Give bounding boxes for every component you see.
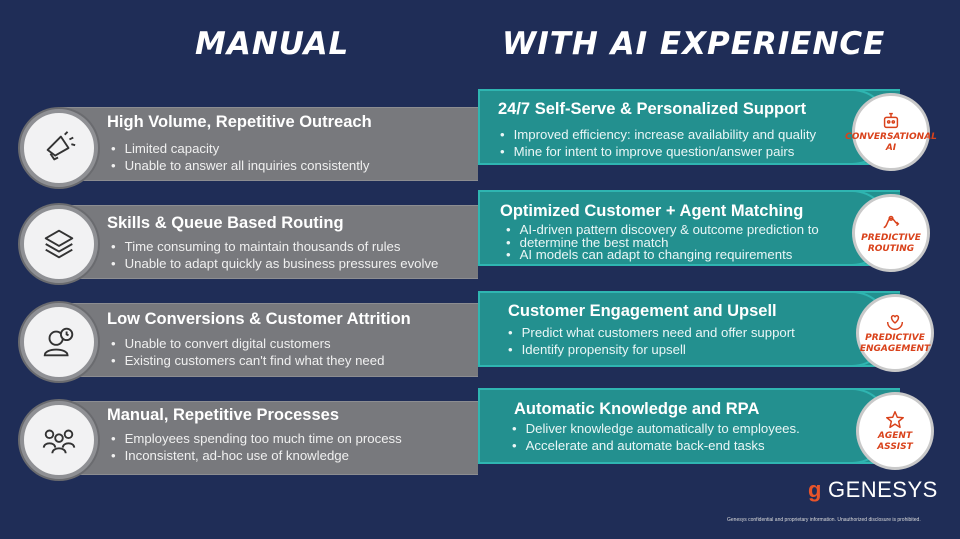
bullet-item: Unable to adapt quickly as business pres… [111, 255, 439, 272]
ai-badge: PREDICTIVE ROUTING [852, 194, 930, 272]
comparison-row: Low Conversions & Customer Attrition Una… [0, 291, 960, 397]
manual-bullets: Unable to convert digital customers Exis… [111, 335, 385, 369]
bullet-item: determine the best match [506, 236, 819, 250]
ai-title: 24/7 Self-Serve & Personalized Support [498, 100, 807, 118]
ai-badge: AGENT ASSIST [856, 392, 934, 470]
layers-icon [44, 229, 74, 259]
ai-bullets: Predict what customers need and offer su… [508, 324, 795, 358]
person-clock-icon [43, 327, 74, 357]
bullet-item: Limited capacity [111, 140, 369, 157]
manual-title: Skills & Queue Based Routing [107, 214, 344, 232]
confidentiality-footer: Genesys confidential and proprietary inf… [727, 517, 921, 523]
bullet-item: Deliver knowledge automatically to emplo… [512, 420, 800, 437]
genesys-mark-icon: g [808, 477, 822, 502]
ai-badge: PREDICTIVE ENGAGEMENT [856, 294, 934, 372]
bullet-item: Improved efficiency: increase availabili… [500, 126, 817, 143]
genesys-wordmark: GENESYS [827, 477, 938, 502]
comparison-row: Manual, Repetitive Processes Employees s… [0, 388, 960, 497]
bullet-item: Identify propensity for upsell [508, 341, 795, 358]
comparison-row: High Volume, Repetitive Outreach Limited… [0, 89, 960, 197]
bullet-item: Accelerate and automate back-end tasks [512, 437, 800, 454]
manual-icon-circle [20, 303, 98, 381]
robot-icon [883, 112, 899, 129]
manual-title: High Volume, Repetitive Outreach [107, 113, 372, 131]
ai-bullets: Deliver knowledge automatically to emplo… [512, 420, 800, 454]
ai-badge: CONVERSATIONAL AI [845, 93, 937, 171]
ai-bullets: Improved efficiency: increase availabili… [500, 126, 817, 160]
bullet-item: Inconsistent, ad-hoc use of knowledge [111, 447, 402, 464]
manual-title: Manual, Repetitive Processes [107, 406, 340, 424]
route-icon [883, 215, 900, 229]
ai-badge-label: ENGAGEMENT [859, 344, 931, 354]
heart-hands-icon [886, 314, 904, 331]
manual-icon-circle [20, 109, 98, 187]
ai-badge-label: ROUTING [867, 244, 915, 254]
manual-bullets: Employees spending too much time on proc… [111, 430, 402, 464]
ai-badge-label: CONVERSATIONAL [845, 132, 937, 142]
bullet-item: AI-driven pattern discovery & outcome pr… [506, 223, 819, 237]
ai-badge-label: PREDICTIVE [865, 333, 925, 343]
manual-icon-circle [20, 205, 98, 283]
ai-title: Optimized Customer + Agent Matching [500, 202, 804, 220]
ai-title: Customer Engagement and Upsell [508, 302, 777, 320]
manual-bullets: Limited capacity Unable to answer all in… [111, 140, 370, 174]
group-icon [42, 429, 76, 454]
comparison-row: Skills & Queue Based Routing Time consum… [0, 190, 960, 297]
bullet-item: Unable to convert digital customers [111, 335, 384, 352]
manual-title: Low Conversions & Customer Attrition [107, 310, 411, 328]
ai-badge-label: AGENT [877, 431, 913, 441]
bullet-item: AI models can adapt to changing requirem… [506, 248, 819, 262]
megaphone-icon [46, 131, 76, 161]
manual-icon-circle [20, 401, 98, 479]
manual-bullets: Time consuming to maintain thousands of … [111, 238, 439, 272]
bullet-item: Mine for intent to improve question/answ… [500, 143, 816, 160]
manual-header: MANUAL [195, 26, 350, 62]
bullet-item: Employees spending too much time on proc… [111, 430, 402, 447]
ai-badge-label: ASSIST [877, 442, 913, 452]
genesys-logo: g GENESYS [808, 477, 938, 503]
ai-title: Automatic Knowledge and RPA [514, 400, 760, 418]
bullet-item: Predict what customers need and offer su… [508, 324, 795, 341]
ai-experience-header: WITH AI EXPERIENCE [502, 26, 886, 62]
ai-bullets: AI-driven pattern discovery & outcome pr… [506, 223, 819, 262]
ai-badge-label: PREDICTIVE [861, 233, 921, 243]
ai-badge-label: AI [885, 143, 897, 153]
bullet-item: Existing customers can't find what they … [111, 352, 385, 369]
bullet-item: Unable to answer all inquiries consisten… [111, 157, 370, 174]
star-icon [886, 411, 904, 429]
bullet-item: Time consuming to maintain thousands of … [111, 238, 438, 255]
